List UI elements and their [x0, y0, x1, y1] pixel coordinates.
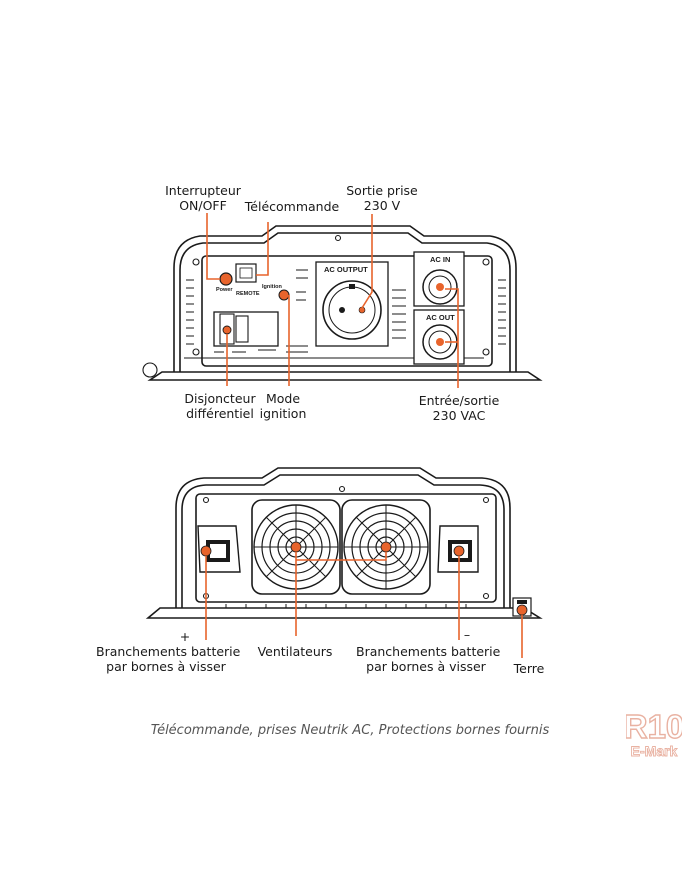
ground-terminal — [512, 597, 532, 617]
label-sortie-prise: Sortie prise 230 V — [346, 183, 418, 213]
ac-in-text: AC IN — [430, 255, 450, 264]
ac-socket — [322, 280, 382, 340]
ac-out-text: AC OUT — [426, 313, 455, 322]
power-switch — [219, 272, 233, 286]
label-interrupteur: Interrupteur ON/OFF — [165, 183, 241, 213]
label-minus: – — [463, 627, 471, 642]
caption: Télécommande, prises Neutrik AC, Protect… — [150, 723, 550, 738]
remote-text: REMOTE — [236, 291, 260, 297]
label-batterie-right: Branchements batterie par bornes à visse… — [356, 644, 501, 674]
ac-output-text: AC OUTPUT — [324, 265, 368, 274]
label-telecommande: Télécommande — [244, 199, 340, 214]
ignition-text: Ignition — [262, 284, 282, 290]
svg-text:R10: R10 — [626, 708, 682, 745]
fan-right — [341, 499, 431, 595]
battery-terminal-minus — [437, 525, 479, 573]
ignition-switch — [278, 289, 290, 301]
fan-left — [251, 499, 341, 595]
rear-panel-diagram — [145, 467, 543, 658]
front-panel-diagram: Power REMOTE Ignition AC OUTPUT AC IN AC… — [142, 213, 543, 388]
label-terre: Terre — [513, 661, 545, 676]
label-disjoncteur: Disjoncteur différentiel — [184, 391, 256, 421]
label-entree-sortie: Entrée/sortie 230 VAC — [418, 393, 500, 423]
label-mode-ignition: Mode ignition — [259, 391, 307, 421]
label-batterie-left: Branchements batterie par bornes à visse… — [96, 644, 241, 674]
battery-terminal-plus — [197, 525, 241, 573]
label-plus: + — [179, 629, 191, 644]
label-ventilateurs: Ventilateurs — [257, 644, 333, 659]
power-text: Power — [216, 287, 233, 293]
svg-text:E-Mark: E-Mark — [631, 743, 678, 759]
remote-port — [235, 263, 257, 283]
r10-emark-logo: R10 E-Mark — [626, 707, 682, 759]
